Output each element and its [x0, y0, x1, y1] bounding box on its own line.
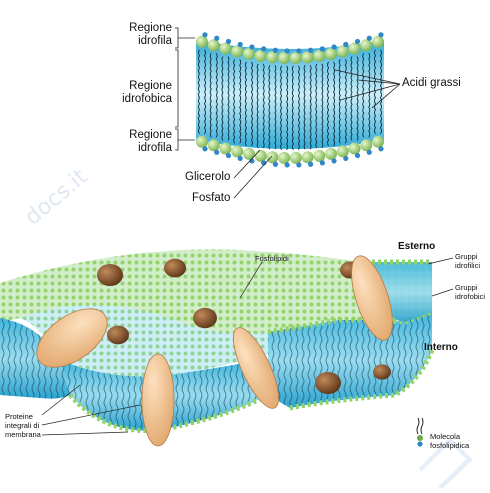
- label-hydrophilic-top-line2: idrofila: [104, 35, 172, 48]
- label-hydrophilic-groups-line2: idrofilici: [455, 261, 480, 270]
- label-hydrophobic-line1: Regione: [94, 80, 172, 93]
- label-hydrophilic-top-line1: Regione: [104, 22, 172, 35]
- label-integral-proteins-line3: membrana: [5, 430, 41, 439]
- label-hydrophilic-groups-line1: Gruppi: [455, 252, 480, 261]
- label-hydrophilic-groups: Gruppi idrofilici: [455, 252, 480, 270]
- label-hydrophobic: Regione idrofobica: [94, 80, 172, 106]
- peripheral-protein: [107, 326, 129, 345]
- phospholipid-molecule-icon: [417, 418, 423, 447]
- peripheral-protein: [373, 364, 391, 379]
- peripheral-protein: [193, 308, 217, 328]
- region-brackets: [175, 28, 195, 150]
- label-phospholipids: Fosfolipidi: [255, 254, 289, 263]
- label-outside: Esterno: [398, 240, 435, 253]
- peripheral-protein: [164, 259, 186, 278]
- label-fatty-acids: Acidi grassi: [402, 77, 461, 90]
- label-integral-proteins-line1: Proteine: [5, 412, 41, 421]
- label-hydrophobic-groups-line2: idrofobici: [455, 292, 485, 301]
- label-integral-proteins-line2: integrali di: [5, 421, 41, 430]
- protein-front: [142, 354, 174, 446]
- label-phospholipid-molecule: Molecola fosfolipidica: [430, 432, 469, 450]
- label-integral-proteins: Proteine integrali di membrana: [5, 412, 41, 439]
- label-hydrophobic-groups-line1: Gruppi: [455, 283, 485, 292]
- label-glycerol: Glicerolo: [185, 171, 230, 184]
- label-hydrophilic-bottom-line1: Regione: [104, 129, 172, 142]
- label-hydrophilic-bottom: Regione idrofila: [104, 129, 172, 155]
- label-phosphate: Fosfato: [192, 192, 230, 205]
- peripheral-protein: [97, 264, 123, 286]
- label-inside: Interno: [424, 341, 458, 354]
- label-hydrophilic-top: Regione idrofila: [104, 22, 172, 48]
- membrane-3d: [0, 249, 432, 446]
- label-molecule-line1: Molecola: [430, 432, 469, 441]
- label-hydrophilic-bottom-line2: idrofila: [104, 142, 172, 155]
- bilayer-core: [196, 40, 384, 149]
- label-hydrophobic-groups: Gruppi idrofobici: [455, 283, 485, 301]
- bilayer-cross-section: [196, 32, 384, 167]
- label-hydrophobic-line2: idrofobica: [94, 93, 172, 106]
- label-molecule-line2: fosfolipidica: [430, 441, 469, 450]
- peripheral-protein: [315, 372, 341, 394]
